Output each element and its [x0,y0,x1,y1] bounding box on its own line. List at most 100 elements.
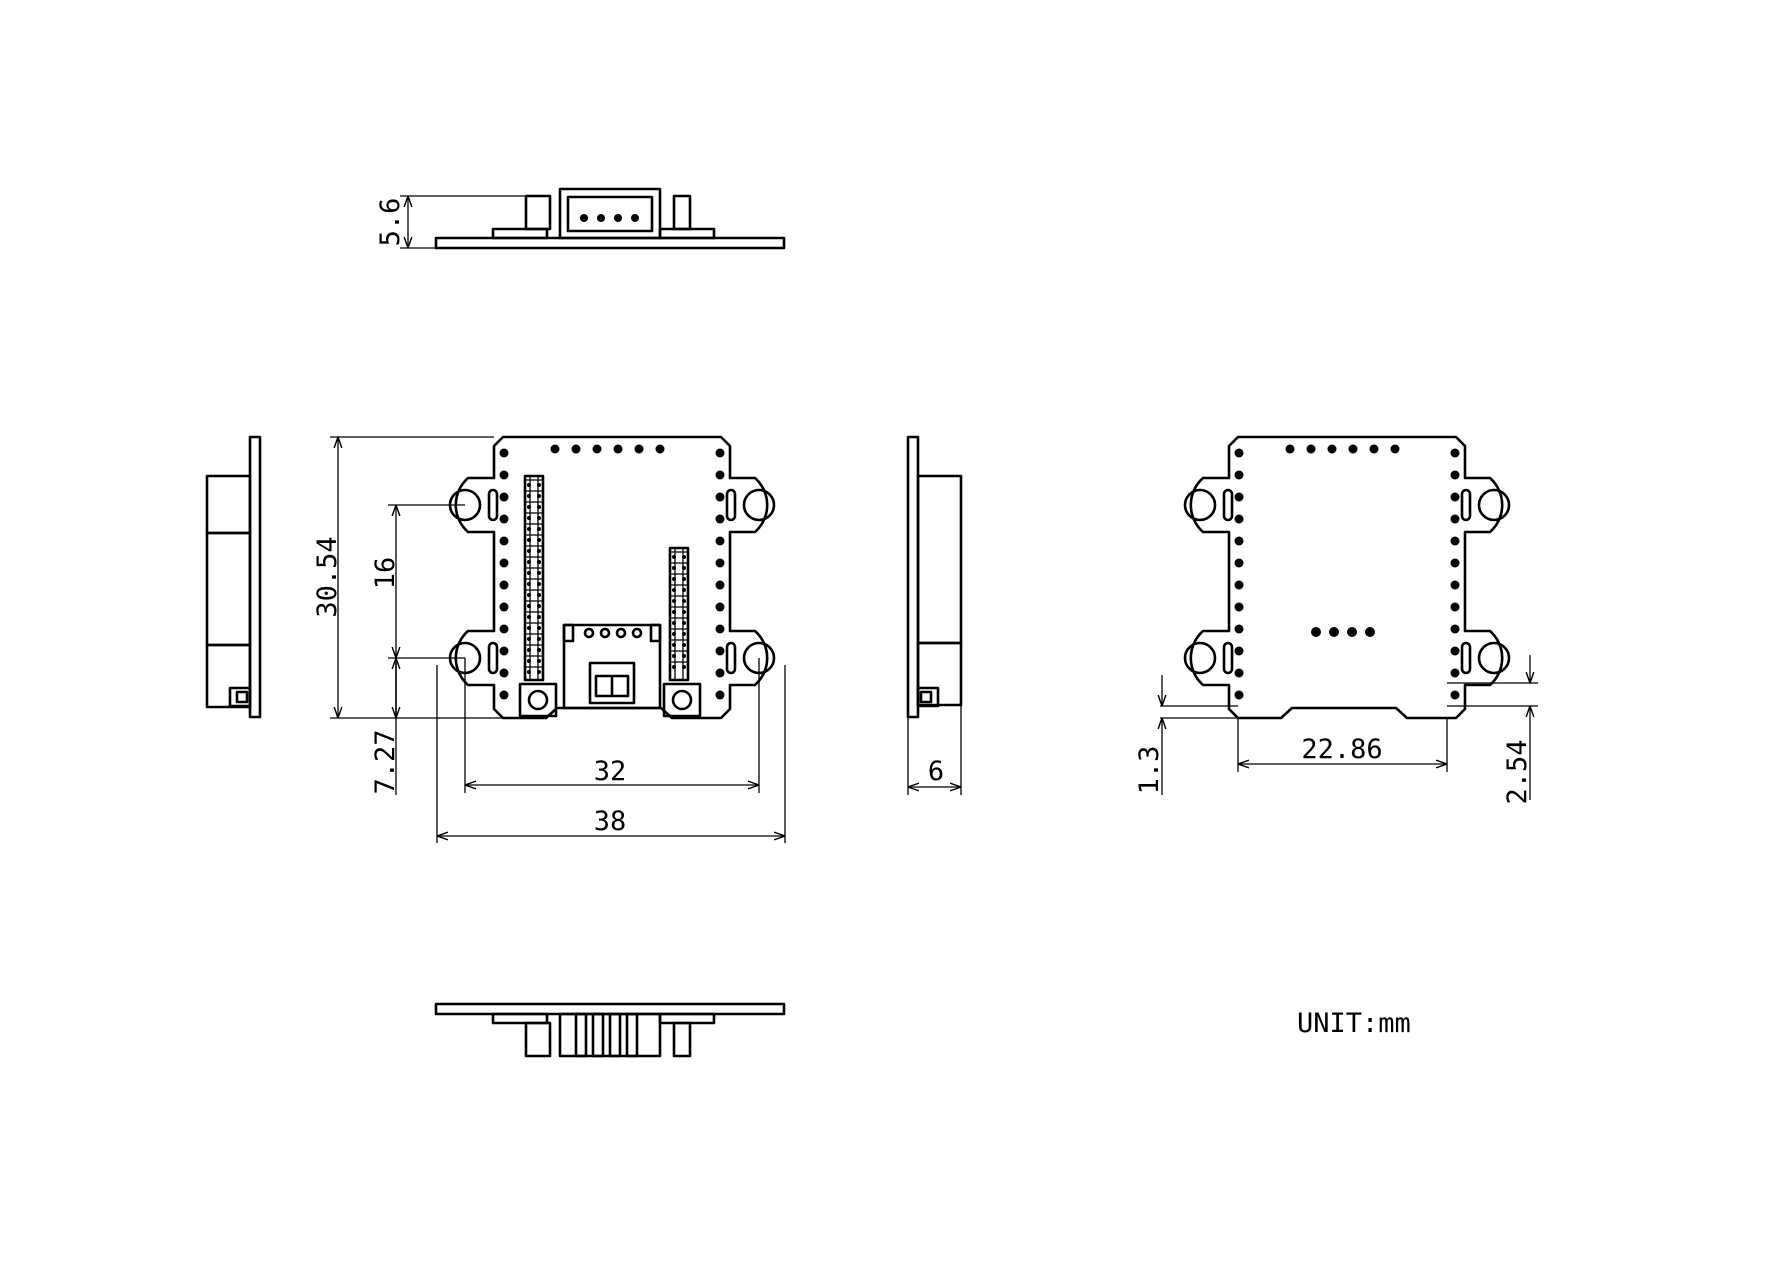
header-pin [527,571,531,575]
header-pin [527,494,531,498]
header-pin [527,549,531,553]
header-pin [537,494,541,498]
header-pin [682,610,686,614]
side-pad-right [715,558,725,568]
header-pin [527,527,531,531]
left-side-view [205,435,262,719]
side-pad-right [715,624,725,634]
side-pad-left [1234,492,1244,502]
header-pin [537,516,541,520]
side-pad-right [1450,448,1460,458]
side-pad-left [499,492,509,502]
header-pin [672,654,676,658]
side-pad-right [715,492,725,502]
side-pad-right [1450,536,1460,546]
header-pin [537,659,541,663]
header-pin [537,615,541,619]
header-pin [537,560,541,564]
side-pad-left [499,536,509,546]
header-pin [527,593,531,597]
top-pad [1348,444,1358,454]
header-pin [682,566,686,570]
top-pad [1285,444,1295,454]
header-pin [537,604,541,608]
side-pad-left [1234,668,1244,678]
top-pad [1390,444,1400,454]
header-pin [672,610,676,614]
dim-pad-span: 22.86 [1301,734,1382,765]
side-pad-left [499,602,509,612]
top-pad [592,444,602,454]
edge-pads [499,444,725,700]
header-pin [672,665,676,669]
top-pad [550,444,560,454]
header-pin [672,577,676,581]
side-pad-left [499,558,509,568]
header-pin [682,665,686,669]
top-pad [1306,444,1316,454]
header-pin [537,538,541,542]
header-pin [527,483,531,487]
header-pin [527,505,531,509]
header-pin [527,538,531,542]
header-pin [537,670,541,674]
mounting-holes [448,488,776,675]
header-pin [527,516,531,520]
side-pad-right [715,668,725,678]
unit-label: UNIT:mm [1297,1008,1411,1039]
tactile-button-left [518,682,558,718]
header-pin [527,648,531,652]
side-pad-left [1234,602,1244,612]
side-pad-right [1450,558,1460,568]
side-pad-right [1450,646,1460,656]
side-pad-right [1450,624,1460,634]
header-pin [537,626,541,630]
side-pad-right [1450,514,1460,524]
side-pad-right [1450,690,1460,700]
side-pad-left [1234,470,1244,480]
side-pad-left [1234,646,1244,656]
header-pin [672,643,676,647]
header-pin [527,670,531,674]
header-pin [682,555,686,559]
header-pin [682,577,686,581]
connector-socket [562,623,662,710]
header-pin [527,626,531,630]
header-pin [537,505,541,509]
header-pin [537,582,541,586]
bottom-edge-view [434,1002,786,1058]
header-pin [537,527,541,531]
top-pad [1327,444,1337,454]
header-pin [682,599,686,603]
header-pin [527,615,531,619]
dim-mount-offset-bottom: 7.27 [370,729,401,794]
header-pin [682,621,686,625]
pin-header-left [523,474,545,682]
header-pin [537,549,541,553]
header-pin [682,588,686,592]
side-pad-left [499,448,509,458]
side-pad-right [715,690,725,700]
top-edge-view: 5.6 [375,187,786,250]
header-pin [537,648,541,652]
side-pad-left [1234,448,1244,458]
side-pad-right [715,646,725,656]
dim-edge-offset: 1.3 [1134,746,1165,795]
front-board-view: 30.54 16 7.27 32 38 [312,435,786,843]
top-pad [613,444,623,454]
side-pad-right [1450,492,1460,502]
side-pad-right [1450,602,1460,612]
header-pin [527,604,531,608]
side-pad-left [499,624,509,634]
side-pad-left [1234,558,1244,568]
right-side-view: 6 [906,435,963,795]
back-board-view: 1.3 22.86 2.54 [1134,435,1538,805]
header-pin [672,621,676,625]
back-connector-pads [1311,627,1375,637]
header-pin [537,571,541,575]
back-mounting-holes [1183,488,1511,675]
side-pad-right [715,536,725,546]
back-edge-pads [1234,444,1460,700]
side-pad-left [1234,580,1244,590]
